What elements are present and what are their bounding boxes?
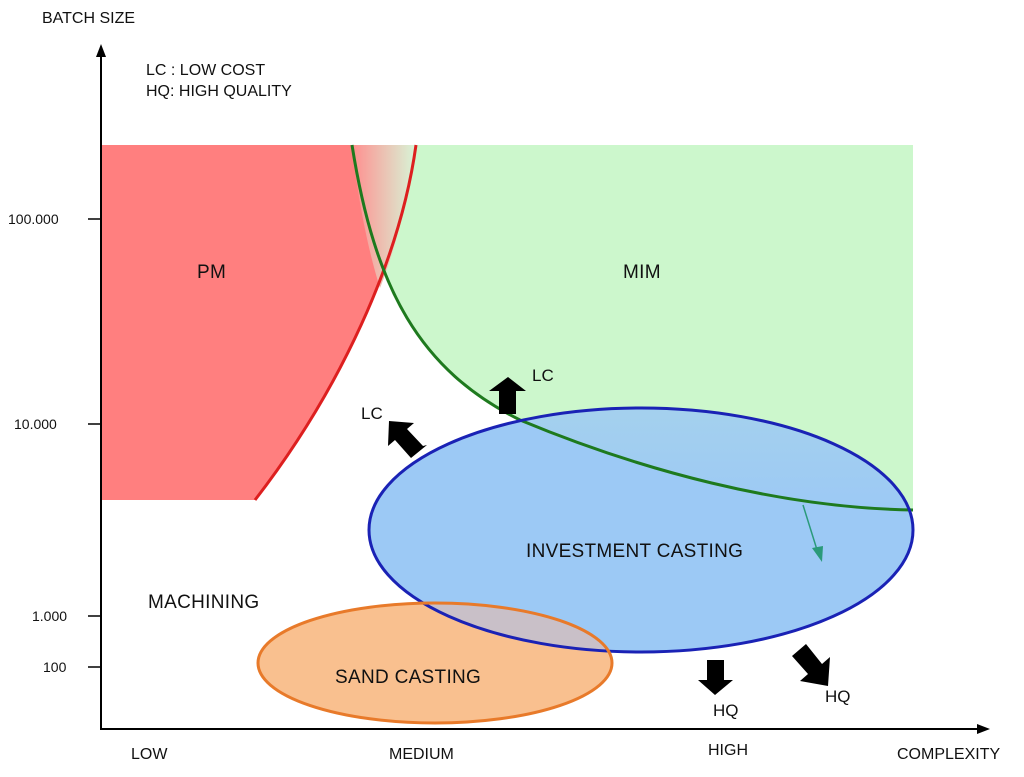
hq-diagonal-arrow <box>792 644 830 686</box>
sand-casting-outline <box>256 601 614 725</box>
legend-line: HQ: HIGH QUALITY <box>146 83 292 100</box>
pm-region <box>101 145 416 500</box>
hq-label: HQ <box>713 701 739 720</box>
legend-line: LC : LOW COST <box>146 62 265 79</box>
y-tick-label: 1.000 <box>32 608 67 624</box>
x-tick-label: LOW <box>131 746 168 763</box>
mim-region <box>352 145 913 510</box>
x-axis <box>100 724 990 734</box>
lc-label: LC <box>361 404 383 423</box>
teal-arrow <box>802 504 823 562</box>
machining-label: MACHINING <box>148 592 259 613</box>
lc-diagonal-arrow <box>388 421 427 458</box>
x-tick-label: MEDIUM <box>389 746 454 763</box>
y-tick-label: 100 <box>43 659 67 675</box>
lc-label: LC <box>532 366 554 385</box>
lc-up-arrow <box>489 377 526 414</box>
sand-casting-label: SAND CASTING <box>335 667 481 688</box>
y-tick-label: 10.000 <box>14 416 57 432</box>
y-tick-marks <box>88 218 101 668</box>
x-tick-label: HIGH <box>708 742 748 759</box>
pm-boundary-curve <box>253 144 418 501</box>
investment-casting-outline <box>367 406 915 654</box>
mim-label: MIM <box>623 262 661 283</box>
hq-label: HQ <box>825 687 851 706</box>
y-tick-label: 100.000 <box>8 211 59 227</box>
sand-investment-overlap <box>369 603 612 652</box>
investment-casting-label: INVESTMENT CASTING <box>526 541 743 562</box>
y-axis-title: BATCH SIZE <box>42 10 135 27</box>
hq-down-arrow <box>698 660 733 695</box>
pm-label: PM <box>197 262 226 283</box>
x-axis-title: COMPLEXITY <box>897 746 1000 763</box>
pm-mim-overlap <box>352 145 416 288</box>
